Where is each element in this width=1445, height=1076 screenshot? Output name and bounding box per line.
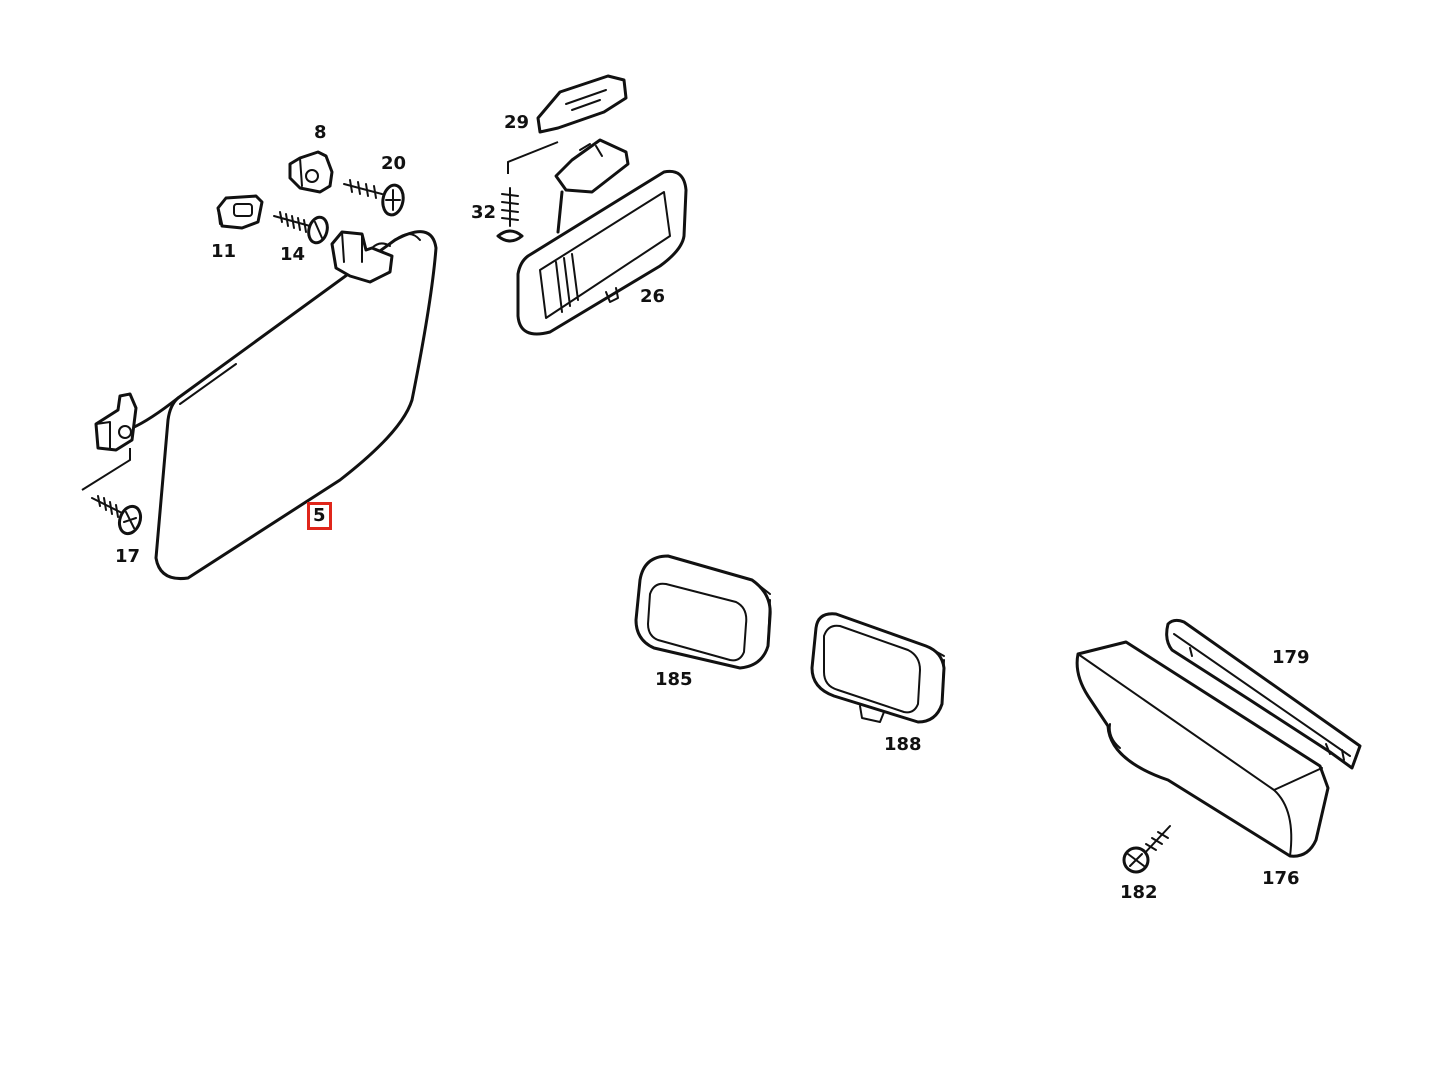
vanity-mirror-188[interactable] — [810, 612, 946, 724]
screw-17[interactable] — [91, 495, 144, 537]
callout-188[interactable]: 188 — [884, 734, 922, 755]
callout-11[interactable]: 11 — [211, 241, 237, 262]
vanity-mirror-185[interactable] — [634, 554, 772, 670]
mount-plate-29[interactable] — [536, 74, 628, 134]
callout-26[interactable]: 26 — [640, 286, 666, 307]
callout-20[interactable]: 20 — [381, 153, 407, 174]
screw-14[interactable] — [273, 211, 330, 245]
callout-182[interactable]: 182 — [1120, 882, 1158, 903]
cover-176[interactable] — [1075, 640, 1330, 858]
leader-17 — [81, 448, 131, 491]
screw-182[interactable] — [1122, 825, 1171, 874]
callout-176[interactable]: 176 — [1262, 868, 1300, 889]
callout-185[interactable]: 185 — [655, 669, 693, 690]
callout-5[interactable]: 5 — [307, 502, 332, 530]
leader-32 — [507, 141, 559, 174]
callout-179[interactable]: 179 — [1272, 647, 1310, 668]
callout-32[interactable]: 32 — [471, 202, 497, 223]
screw-20[interactable] — [343, 179, 405, 217]
callout-8[interactable]: 8 — [314, 122, 327, 143]
visor-clip-upper[interactable] — [330, 230, 394, 284]
callout-29[interactable]: 29 — [504, 112, 530, 133]
callout-17[interactable]: 17 — [115, 546, 141, 567]
cap-11[interactable] — [216, 194, 264, 230]
clip-8[interactable] — [288, 150, 334, 194]
callout-14[interactable]: 14 — [280, 244, 306, 265]
rear-view-mirror-26[interactable] — [516, 138, 688, 336]
screw-32[interactable] — [496, 187, 524, 243]
sun-visor[interactable] — [154, 230, 438, 581]
trim-strip-179[interactable] — [1165, 618, 1362, 770]
visor-hinge-left[interactable] — [94, 392, 180, 452]
